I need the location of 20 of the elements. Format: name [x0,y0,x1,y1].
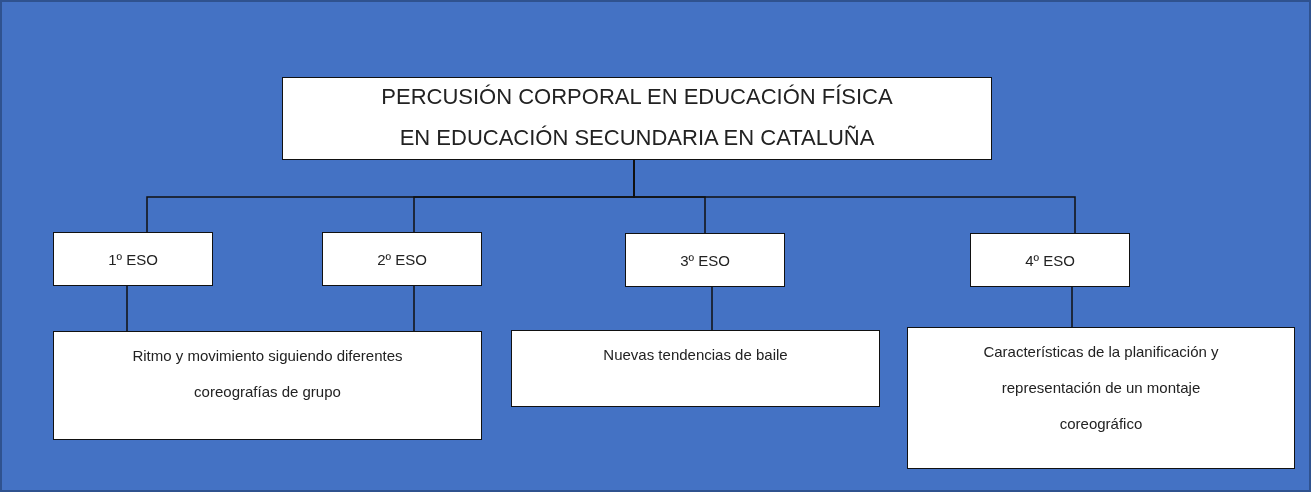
title-box [282,77,992,160]
grade-box [53,232,213,286]
content-text: Nuevas tendencias de baile [602,345,789,365]
connector-line [1071,286,1073,328]
content-box [511,330,880,407]
title-label: PERCUSIÓN CORPORAL EN EDUCACIÓN FÍSICA EN EDUCACIÓN SECUNDARIA EN CATALUÑA [380,83,894,152]
grade-label: 4º ESO [1025,251,1075,269]
connector-line [126,285,128,332]
connector-line [413,285,415,332]
content-box [53,331,482,440]
grade-label: 3º ESO [680,251,730,269]
content-box [907,327,1295,469]
grade-label: 1º ESO [108,250,158,268]
grade-box [625,233,785,287]
connector-line [711,286,713,331]
grade-box [322,232,482,286]
grade-box [970,233,1130,287]
content-text: Características de la planificación y representación de un montaje coreográfico [982,342,1220,434]
content-text: Ritmo y movimiento siguiendo diferentes coreografías de grupo [131,346,404,402]
grade-label: 2º ESO [377,250,427,268]
